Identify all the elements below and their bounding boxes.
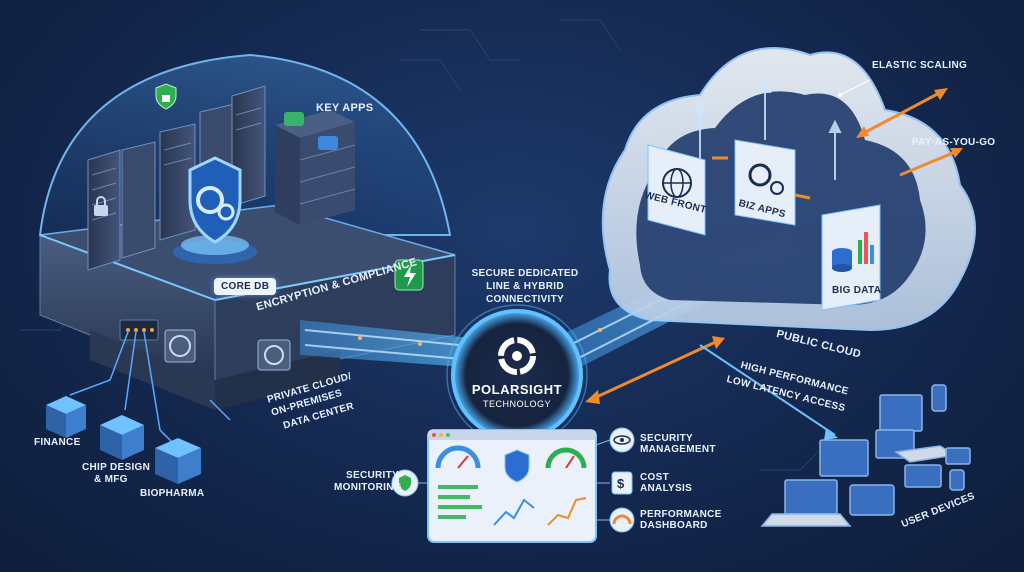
secure-line-1: SECURE DEDICATED: [471, 268, 579, 279]
secure-line-3: CONNECTIVITY: [485, 294, 565, 305]
private-data-center: [38, 53, 456, 410]
performance-line-2: DASHBOARD: [640, 520, 708, 531]
svg-text:$: $: [617, 476, 625, 491]
brand-name: POLARSIGHT: [471, 382, 563, 397]
dome-shield-icon: [155, 83, 177, 110]
core-db-label: CORE DB: [214, 278, 277, 295]
security-monitoring-line-2: MONITORING: [334, 482, 402, 493]
monitoring-dashboard: $: [391, 427, 635, 543]
eye-icon: [609, 427, 635, 453]
user-devices: [760, 384, 971, 527]
cost-analysis-line-2: ANALYSIS: [640, 483, 693, 494]
gear-icon: [734, 139, 796, 226]
cost-analysis-line-1: COST: [640, 472, 669, 483]
database-icon: [821, 204, 881, 311]
brand-subtitle: TECHNOLOGY: [482, 399, 551, 409]
security-management-line-1: SECURITY: [640, 433, 693, 444]
chip-design-line-1: CHIP DESIGN: [82, 462, 151, 473]
performance-line-1: PERFORMANCE: [640, 509, 722, 520]
polarsight-hub: [446, 304, 588, 446]
security-monitoring-line-1: SECURITY: [346, 470, 399, 481]
gauge-icon: [609, 507, 635, 533]
key-apps-label: KEY APPS: [316, 102, 374, 114]
security-management-line-2: MANAGEMENT: [640, 444, 716, 455]
logo-ring-icon: [498, 337, 536, 375]
finance-label: FINANCE: [34, 437, 81, 448]
elastic-scaling-label: ELASTIC SCALING: [872, 60, 968, 71]
shield-gear-icon: [173, 156, 257, 264]
lightning-icon: [394, 259, 424, 291]
dollar-icon: $: [611, 471, 633, 495]
globe-icon: [647, 144, 706, 236]
secure-line-2: LINE & HYBRID: [486, 281, 564, 292]
public-cloud: [601, 47, 976, 332]
big-data-label: BIG DATA: [832, 285, 882, 296]
chip-design-line-2: & MFG: [94, 474, 128, 485]
pay-as-you-go-label: PAY-AS-YOU-GO: [912, 137, 996, 148]
industry-cubes: [46, 331, 231, 484]
biopharma-label: BIOPHARMA: [140, 488, 205, 499]
lock-icon: [94, 196, 108, 216]
